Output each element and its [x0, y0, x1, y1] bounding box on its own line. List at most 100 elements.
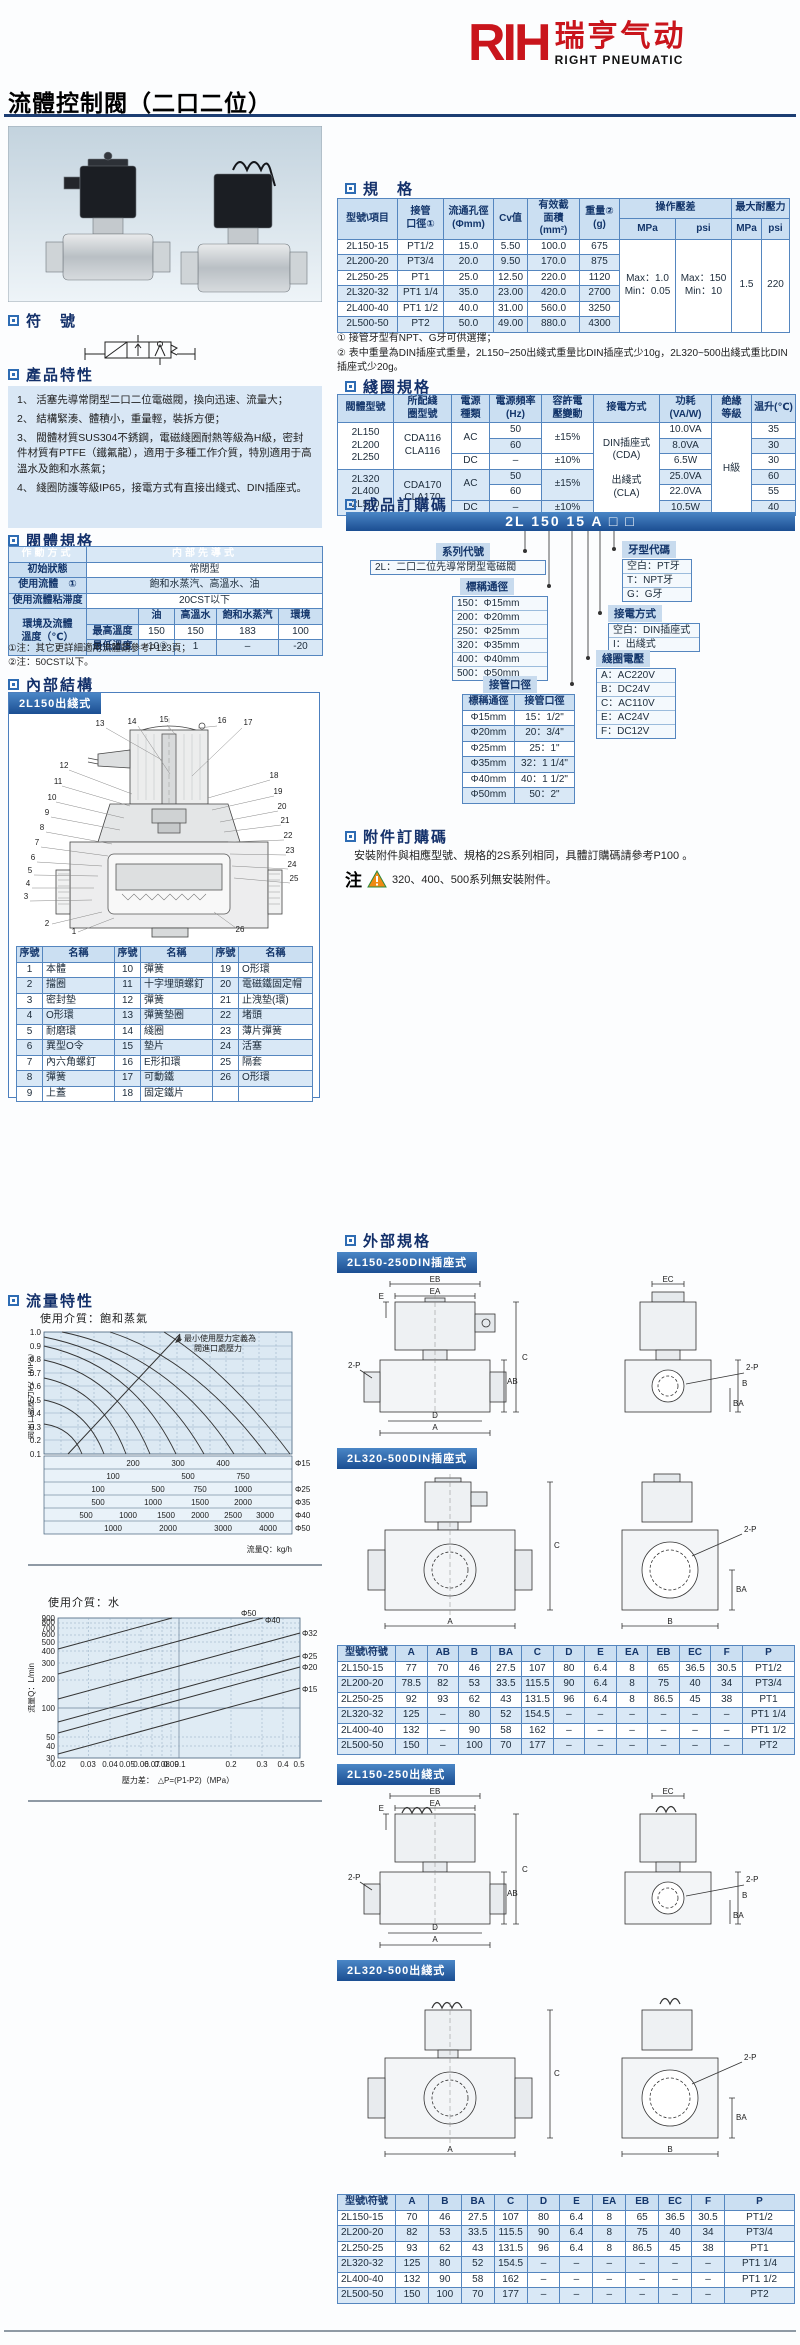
cell: 90 [427, 2271, 462, 2288]
label: 21 [281, 816, 290, 825]
external-banner-din-large: 2L320-500DIN插座式 [337, 1448, 478, 1469]
cell: PT2 [742, 1738, 795, 1755]
label: 1000 [234, 1485, 252, 1494]
cell: – [526, 2256, 561, 2273]
cell: 43 [489, 1691, 523, 1708]
cell: H級 [711, 422, 752, 516]
cell: 2L150-15 [337, 2209, 396, 2226]
label: Φ50 [241, 1610, 257, 1618]
header-cell: 型號\符號 [337, 2194, 396, 2211]
cell: – [710, 1707, 743, 1724]
header-cell: MPa [731, 218, 762, 240]
cell: 彈簧 [42, 1070, 115, 1087]
cell: 1.5 [731, 238, 762, 333]
header-cell: 序號 [212, 946, 239, 963]
cell: 25：1" [514, 740, 575, 757]
label: 14 [128, 717, 137, 726]
header-cell: 功耗 (VA/W) [659, 394, 712, 423]
label: 0.4 [30, 1409, 42, 1418]
label: C [554, 2069, 560, 2078]
cell: 30.5 [691, 2209, 725, 2226]
wiring-type-item: 空白：DIN插座式 [609, 624, 699, 638]
section-title-text: 產品特性 [26, 367, 95, 384]
cell: 5 [16, 1023, 43, 1040]
divider [28, 1800, 322, 1802]
cell: E形扣環 [140, 1054, 213, 1071]
cell: – [216, 639, 279, 656]
label: 0.03 [80, 1760, 96, 1769]
cell: ±15% [541, 468, 594, 501]
cell: ±15% [541, 422, 594, 454]
header-cell: C [521, 1645, 554, 1662]
cell: 12.50 [493, 269, 528, 286]
chip-wiring-type: 接電方式 [608, 605, 662, 622]
label: EA [430, 1287, 441, 1296]
cell: 53 [458, 1676, 491, 1693]
header-cell: 流通孔徑 (Φmm) [443, 198, 494, 240]
cell: 上蓋 [42, 1085, 115, 1102]
cell: 93 [395, 2240, 429, 2257]
cell: – [625, 2271, 660, 2288]
cell: 170.0 [527, 254, 580, 271]
bore-size-item: 320：Φ35mm [453, 639, 547, 653]
cell: 2L320-32 [337, 1707, 396, 1724]
cell: 34 [691, 2225, 725, 2242]
label: D [432, 1411, 438, 1420]
header-cell: 使用流體 ① [8, 577, 87, 594]
ordering-tree-connectors [523, 531, 616, 686]
cell: – [489, 499, 542, 516]
cell: 875 [579, 254, 620, 271]
cell: – [552, 1738, 586, 1755]
cell: 10.5W [659, 499, 712, 516]
cell: – [678, 1738, 712, 1755]
cell: – [678, 1722, 712, 1739]
cell: 65 [625, 2209, 660, 2226]
cell: – [658, 2287, 693, 2304]
page-title: 流體控制閥（二口二位） [8, 90, 272, 116]
label: 2-P [746, 1363, 758, 1372]
label: Φ20 [302, 1663, 318, 1672]
cell: – [710, 1722, 743, 1739]
cell: 15.0 [443, 238, 494, 255]
coil-voltage-item: A：AC220V [597, 669, 675, 683]
label: 200 [126, 1459, 140, 1468]
cell [238, 1085, 313, 1102]
cell: 32：1 1/4" [514, 756, 575, 773]
cell: Φ20mm [462, 725, 515, 742]
cell: 96 [552, 1691, 586, 1708]
section-title-text: 附件訂購碼 [363, 829, 449, 846]
label: 2000 [159, 1524, 177, 1533]
cell: 十字埋頭螺釘 [140, 977, 213, 994]
label: Φ25 [302, 1652, 318, 1661]
cell: 20：3/4" [514, 725, 575, 742]
header-cell: psi [761, 218, 790, 240]
label: 19 [274, 787, 283, 796]
header-cell: 最高溫度 [86, 623, 139, 640]
cell: 3250 [579, 300, 620, 317]
cell: 86.5 [647, 1691, 680, 1708]
cell: PT2 [724, 2287, 795, 2304]
section-bullet-icon [345, 381, 356, 392]
cell: 25.0VA [659, 468, 712, 485]
label: 0.02 [50, 1760, 66, 1769]
label: 2500 [224, 1511, 242, 1520]
cell: 6.4 [584, 1660, 617, 1677]
label: 0.1 [174, 1760, 186, 1769]
cell: 27.5 [489, 1660, 523, 1677]
header-cell: 絶緣 等級 [711, 394, 752, 423]
cell: 2L320 2L400 2L500 [337, 468, 394, 516]
cell: 8 [592, 2240, 627, 2257]
header-cell: EB [647, 1645, 680, 1662]
label: A [447, 1617, 453, 1626]
label: A [432, 1423, 438, 1432]
section-title-coil: 綫圈規格 [345, 376, 431, 397]
label: Φ15 [302, 1685, 318, 1694]
header-cell: 接電方式 [593, 394, 660, 423]
label: 400 [42, 1647, 56, 1656]
cell: 52 [460, 2256, 495, 2273]
cell [212, 1085, 239, 1102]
cell: 880.0 [527, 316, 580, 333]
